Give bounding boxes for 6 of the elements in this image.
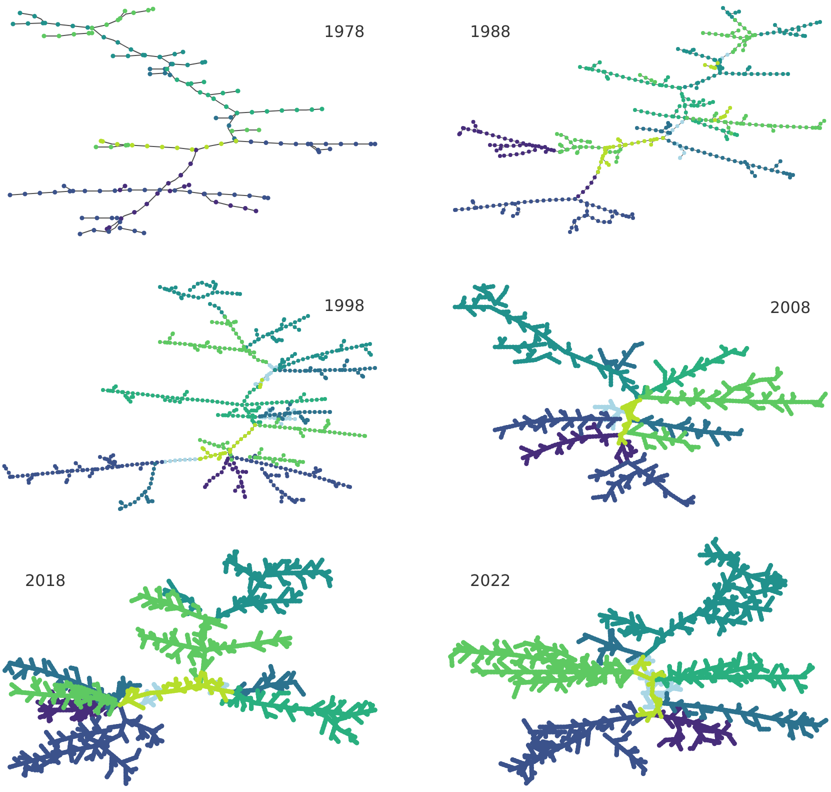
year-label: 1998 [324,296,365,316]
year-label: 2018 [25,571,66,591]
year-label: 2008 [770,298,811,318]
year-label: 1988 [470,22,511,42]
year-label: 1978 [324,22,365,42]
year-label: 2022 [470,571,511,591]
